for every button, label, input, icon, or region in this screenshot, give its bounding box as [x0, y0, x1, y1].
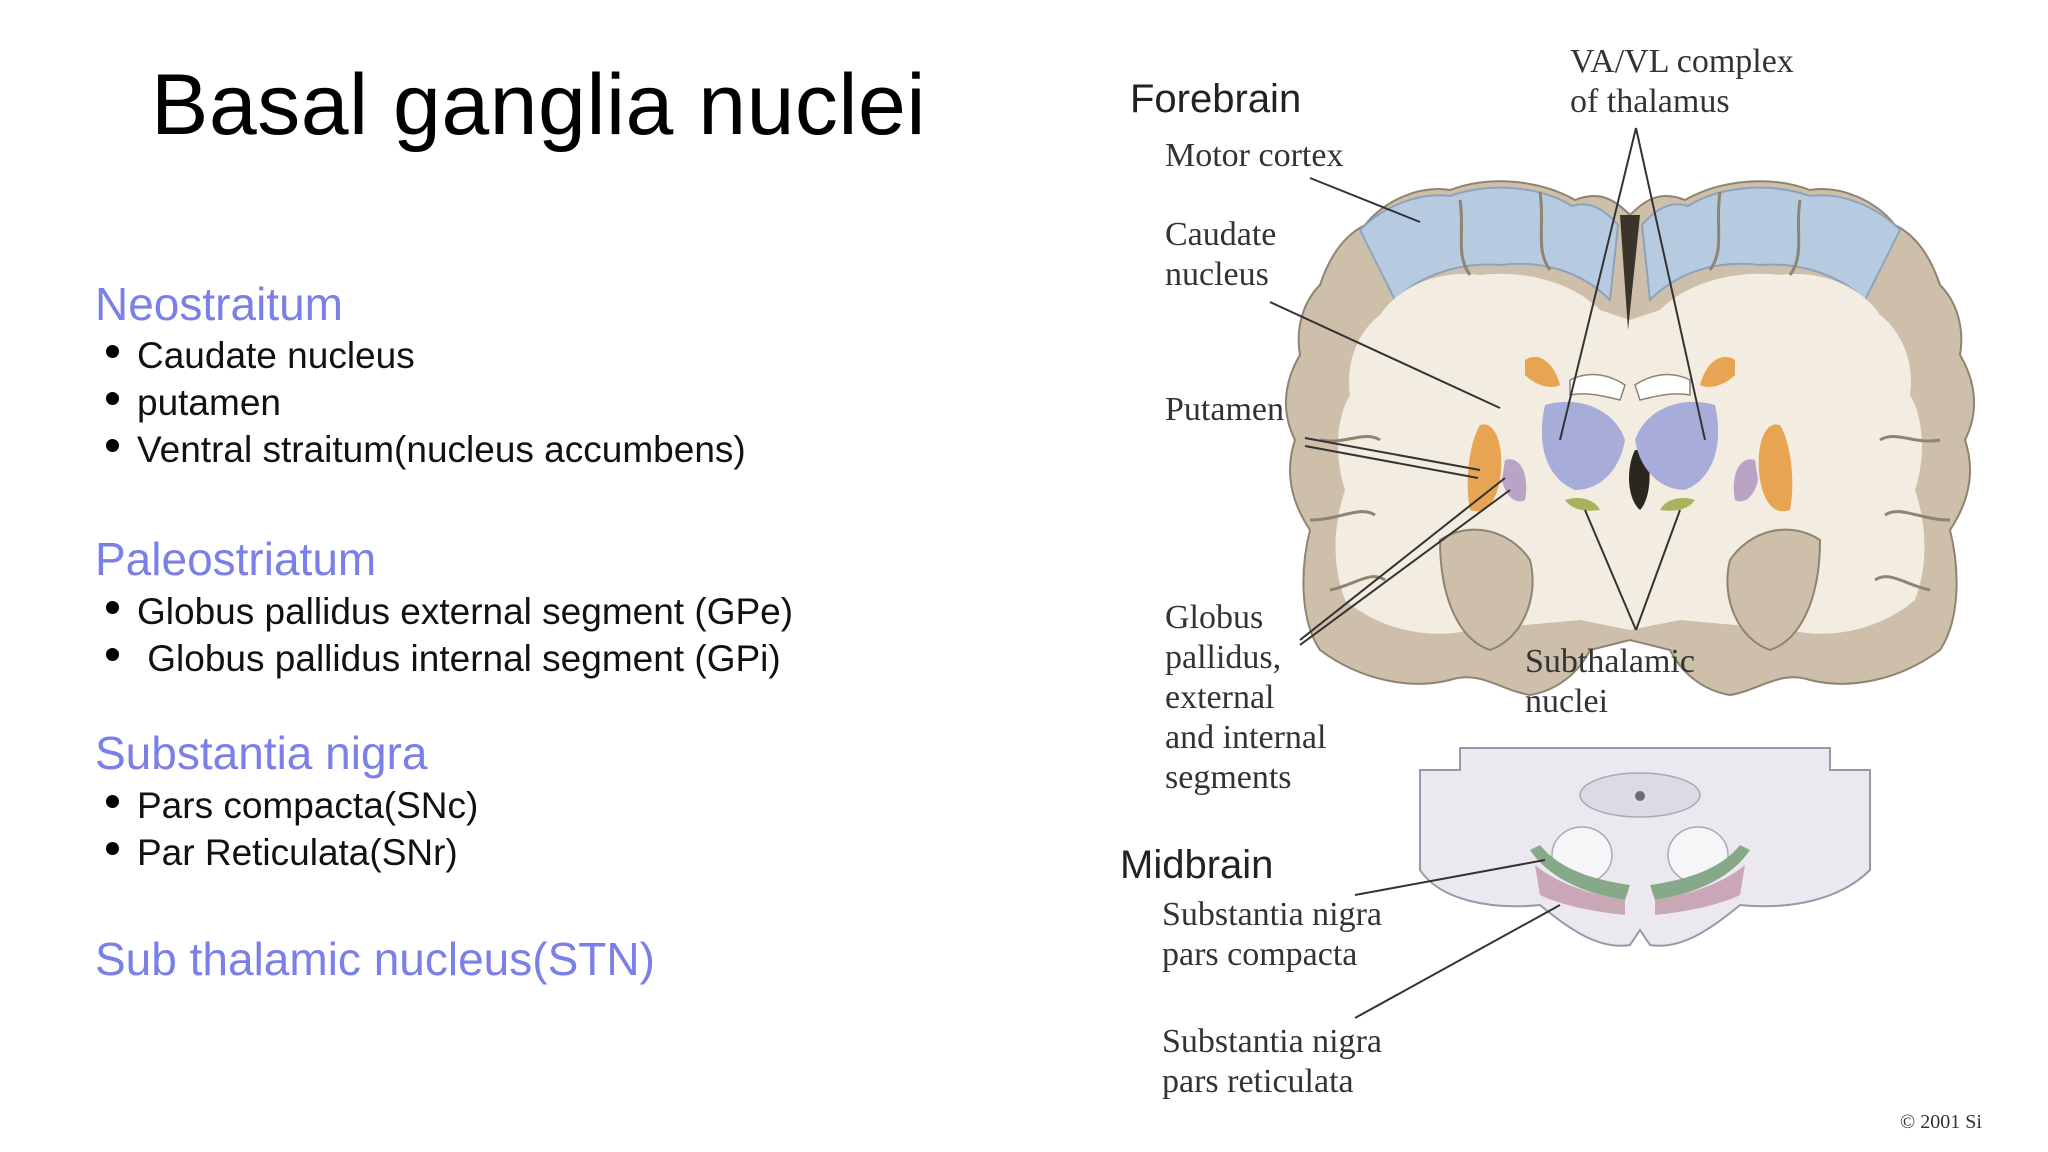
lateral-ventricle-right: [1634, 373, 1691, 401]
midbrain-label: Midbrain: [1120, 843, 1273, 887]
substantia-nigra-reticulata-left: [1535, 865, 1625, 915]
section-heading-neostriatum: Neostraitum: [95, 278, 343, 330]
putamen-right: [1758, 424, 1793, 512]
list-item: Ventral straitum(nucleus accumbens): [100, 426, 746, 473]
midbrain-section-illustration: [1419, 747, 1871, 947]
subthalamic-right: [1660, 498, 1695, 511]
sn-compacta-label-line1: Substantia nigra: [1162, 896, 1382, 933]
substantia-nigra-list: Pars compacta(SNc) Par Reticulata(SNr): [100, 782, 478, 876]
caudate-left: [1525, 356, 1560, 387]
forebrain-label: Forebrain: [1130, 77, 1301, 121]
list-item: Globus pallidus external segment (GPe): [100, 588, 793, 635]
paleostriatum-list: Globus pallidus external segment (GPe) G…: [100, 588, 793, 682]
thalamus-right: [1635, 401, 1719, 490]
section-heading-subthalamic: Sub thalamic nucleus(STN): [95, 933, 655, 985]
cerebral-aqueduct: [1635, 791, 1645, 801]
list-item: putamen: [100, 379, 746, 426]
temporal-lobe-right: [1726, 528, 1822, 652]
globus-label-line3: external: [1165, 679, 1275, 716]
sn-reticulata-label-line1: Substantia nigra: [1162, 1023, 1382, 1060]
bullet-icon: [106, 439, 119, 452]
bullet-icon: [106, 601, 119, 614]
substantia-nigra-compacta-left: [1530, 845, 1630, 900]
globus-label-line1: Globus: [1165, 599, 1263, 636]
caudate-right: [1700, 356, 1735, 387]
section-heading-paleostriatum: Paleostriatum: [95, 533, 377, 585]
bullet-icon: [106, 392, 119, 405]
subthalamic-left: [1565, 498, 1600, 511]
globus-pallidus-right: [1733, 459, 1758, 502]
lateral-ventricle-left: [1569, 373, 1626, 401]
vavl-label-line1: VA/VL complex: [1570, 43, 1794, 80]
putamen-label: Putamen: [1165, 391, 1284, 428]
globus-label-line2: pallidus,: [1165, 639, 1281, 676]
longitudinal-fissure: [1620, 215, 1640, 330]
white-matter: [1335, 273, 1925, 634]
bullet-icon: [106, 648, 119, 661]
cortical-folds: [1309, 191, 1951, 592]
list-item: Caudate nucleus: [100, 332, 746, 379]
vavl-label-line2: of thalamus: [1570, 83, 1730, 120]
leader-lines: [1269, 127, 1706, 1019]
copyright-label: © 2001 Si: [1900, 1111, 1982, 1133]
subthalamic-label-line2: nuclei: [1525, 683, 1608, 720]
caudate-label-line1: Caudate: [1165, 216, 1276, 253]
sn-reticulata-label-line2: pars reticulata: [1162, 1063, 1354, 1100]
motor-cortex-left: [1358, 186, 1620, 303]
substantia-nigra-reticulata-right: [1655, 865, 1745, 915]
substantia-nigra-compacta-right: [1650, 845, 1750, 900]
bullet-icon: [106, 842, 119, 855]
bullet-icon: [106, 345, 119, 358]
neostriatum-list: Caudate nucleus putamen Ventral straitum…: [100, 332, 746, 473]
bullet-icon: [106, 795, 119, 808]
list-item: Par Reticulata(SNr): [100, 829, 478, 876]
sn-compacta-label-line2: pars compacta: [1162, 936, 1357, 973]
list-item: Pars compacta(SNc): [100, 782, 478, 829]
thalamus-left: [1541, 401, 1625, 490]
globus-label-line5: segments: [1165, 759, 1292, 796]
motor-cortex-label: Motor cortex: [1165, 137, 1343, 174]
list-item: Globus pallidus internal segment (GPi): [100, 635, 793, 682]
motor-cortex-right: [1640, 186, 1902, 303]
putamen-left: [1467, 424, 1502, 512]
caudate-label-line2: nucleus: [1165, 256, 1269, 293]
basal-ganglia-diagram: Forebrain Midbrain VA/VL complex of thal…: [1120, 43, 1982, 1133]
section-heading-substantia-nigra: Substantia nigra: [95, 727, 428, 779]
slide-title: Basal ganglia nuclei: [151, 57, 926, 153]
globus-label-line4: and internal: [1165, 719, 1326, 756]
temporal-lobe-left: [1438, 528, 1534, 652]
midbrain-block: [1419, 747, 1871, 947]
subthalamic-label-line1: Subthalamic: [1525, 643, 1695, 680]
forebrain-section-illustration: [1284, 180, 1976, 697]
